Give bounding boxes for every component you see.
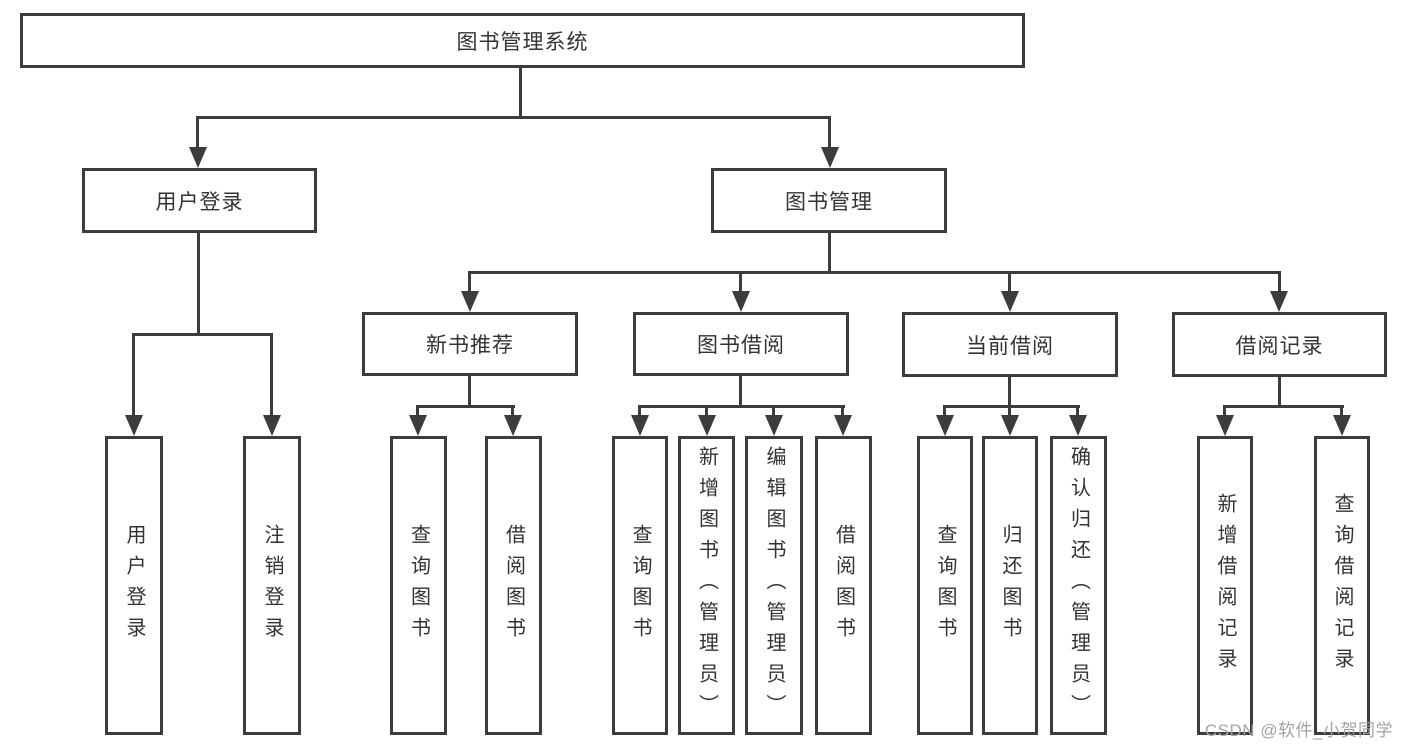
- connector-line: [943, 405, 946, 418]
- arrow-down-icon: [1216, 415, 1234, 436]
- node-query-books-recommend: 查询图书: [390, 436, 447, 735]
- node-borrow-books: 借阅图书: [815, 436, 872, 735]
- connector-line: [197, 231, 200, 335]
- arrow-down-icon: [834, 415, 852, 436]
- node-borrow-books-recommend: 借阅图书: [485, 436, 542, 735]
- connector-line: [1278, 273, 1281, 293]
- arrow-down-icon: [189, 147, 207, 168]
- node-query-borrow-record: 查询借阅记录: [1314, 436, 1370, 735]
- node-logout: 注销登录: [243, 436, 301, 735]
- node-book-management: 图书管理: [711, 168, 947, 233]
- arrow-down-icon: [125, 415, 143, 436]
- node-add-borrow-record: 新增借阅记录: [1197, 436, 1253, 735]
- connector-line: [638, 405, 845, 408]
- arrow-down-icon: [1001, 415, 1019, 436]
- node-user-login-action: 用户登录: [105, 436, 163, 735]
- arrow-down-icon: [263, 415, 281, 436]
- connector-line: [943, 405, 1080, 408]
- arrow-down-icon: [1270, 291, 1288, 312]
- connector-line: [1223, 405, 1226, 418]
- arrow-down-icon: [409, 415, 427, 436]
- connector-line: [132, 335, 135, 418]
- node-user-login: 用户登录: [82, 168, 317, 233]
- node-book-borrowing: 图书借阅: [633, 312, 849, 376]
- connector-line: [132, 333, 273, 336]
- node-confirm-return-admin: 确认归还（管理员）: [1050, 436, 1107, 735]
- arrow-down-icon: [936, 415, 954, 436]
- connector-line: [468, 273, 471, 293]
- arrow-down-icon: [1333, 415, 1351, 436]
- connector-line: [416, 405, 515, 408]
- connector-line: [1008, 273, 1011, 293]
- watermark: CSDN @软件_小贺同学: [1204, 721, 1393, 740]
- connector-line: [1278, 377, 1281, 408]
- arrow-down-icon: [698, 415, 716, 436]
- connector-line: [196, 118, 199, 150]
- connector-line: [841, 405, 844, 418]
- node-new-book-recommendation: 新书推荐: [362, 312, 578, 376]
- connector-line: [270, 335, 273, 418]
- connector-line: [828, 231, 831, 274]
- arrow-down-icon: [765, 415, 783, 436]
- connector-line: [468, 271, 1281, 274]
- connector-line: [739, 273, 742, 293]
- node-current-borrowing: 当前借阅: [902, 312, 1118, 377]
- connector-line: [511, 405, 514, 418]
- connector-line: [196, 116, 831, 119]
- connector-line: [1008, 377, 1011, 408]
- node-return-books: 归还图书: [982, 436, 1038, 735]
- arrow-down-icon: [631, 415, 649, 436]
- arrow-down-icon: [504, 415, 522, 436]
- connector-line: [772, 405, 775, 418]
- connector-line: [519, 66, 522, 118]
- connector-line: [468, 376, 471, 408]
- connector-line: [1223, 405, 1344, 408]
- arrow-down-icon: [821, 147, 839, 168]
- node-add-books-admin: 新增图书（管理员）: [678, 436, 735, 735]
- node-library-management-system: 图书管理系统: [20, 13, 1025, 68]
- connector-line: [828, 118, 831, 150]
- connector-line: [1340, 405, 1343, 418]
- node-query-books-current: 查询图书: [917, 436, 973, 735]
- node-edit-books-admin: 编辑图书（管理员）: [745, 436, 803, 735]
- connector-line: [739, 376, 742, 408]
- arrow-down-icon: [732, 291, 750, 312]
- arrow-down-icon: [1069, 415, 1087, 436]
- arrow-down-icon: [1001, 291, 1019, 312]
- connector-line: [1008, 405, 1011, 418]
- arrow-down-icon: [461, 291, 479, 312]
- node-query-books-borrowing: 查询图书: [612, 436, 668, 735]
- connector-line: [705, 405, 708, 418]
- connector-line: [1076, 405, 1079, 418]
- node-borrowing-records: 借阅记录: [1172, 312, 1387, 377]
- connector-line: [416, 405, 419, 418]
- connector-line: [638, 405, 641, 418]
